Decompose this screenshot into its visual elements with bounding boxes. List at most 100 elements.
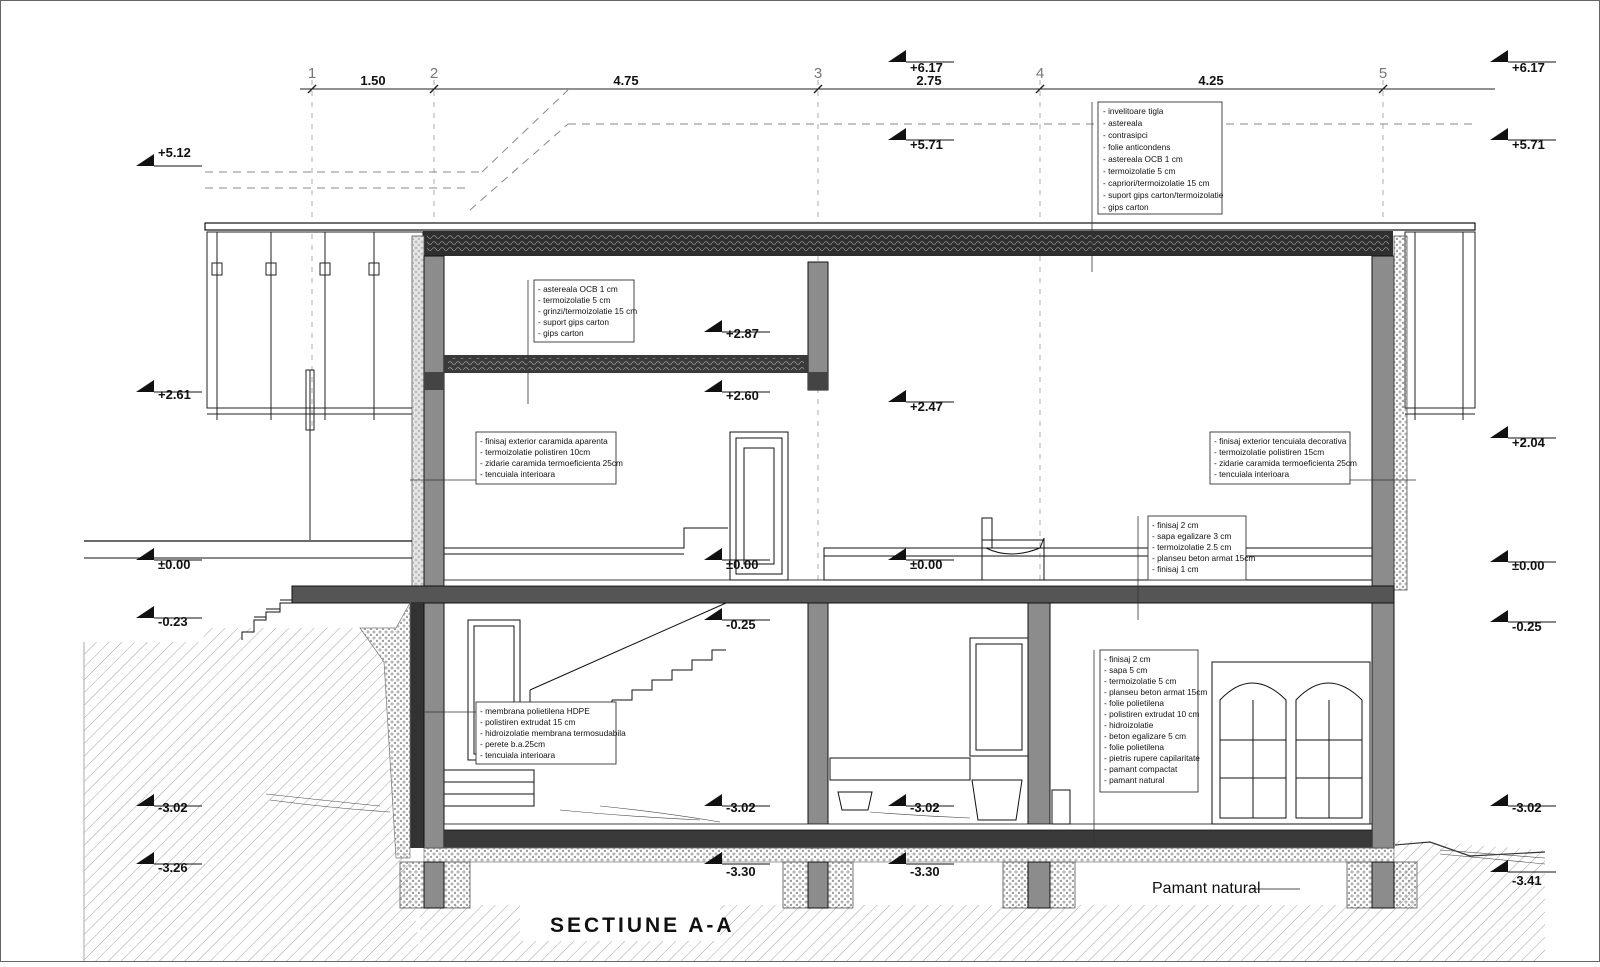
level-top-plus-6-17: +6.17 <box>910 60 943 75</box>
level-right-plus-2-04: +2.04 <box>1512 435 1546 450</box>
level-floor-zero-b: ±0.00 <box>910 557 942 572</box>
basement-floor-finish <box>443 823 1373 831</box>
note-wall-right-line: - tencuiala interioara <box>1214 469 1290 479</box>
level-marker-flag <box>888 852 906 864</box>
basement-floor-slab <box>444 830 1372 848</box>
level-left-zero: ±0.00 <box>158 557 190 572</box>
note-basement-floor-line: - pietris rupere capilaritate <box>1104 753 1200 763</box>
note-basement-wall: - membrana polietilena HDPE - polistiren… <box>410 701 626 765</box>
note-basement-floor-line: - folie polietilena <box>1104 742 1164 752</box>
note-basement-wall-line: - tencuiala interioara <box>480 750 556 760</box>
note-wall-right-line: - termoizolatie polistiren 15cm <box>1214 447 1324 457</box>
level-foundation-minus-3-30-b: -3.30 <box>910 864 940 879</box>
note-basement-floor-line: - pamant compactat <box>1104 764 1178 774</box>
drawing-title: SECTIUNE A-A <box>550 914 735 937</box>
note-floor-line: - sapa egalizare 3 cm <box>1152 531 1231 541</box>
note-floor-line: - planseu beton armat 15cm <box>1152 553 1255 563</box>
level-marker-flag <box>704 852 722 864</box>
level-marker-flag <box>1490 610 1508 622</box>
floor-streaks <box>265 793 1546 865</box>
note-basement-floor-line: - hidroizolatie <box>1104 720 1154 730</box>
note-roof-line: - termoizolatie 5 cm <box>1103 166 1175 176</box>
note-attic-floor: - astereala OCB 1 cm - termoizolatie 5 c… <box>527 279 637 404</box>
level-top-plus-5-71: +5.71 <box>910 137 943 152</box>
level-basement-minus-3-02-b: -3.02 <box>910 800 940 815</box>
note-basement-floor-line: - planseu beton armat 15cm <box>1104 687 1207 697</box>
note-wall-left-line: - tencuiala interioara <box>480 469 556 479</box>
level-right-minus-0-25: -0.25 <box>1512 619 1542 634</box>
level-foundation-minus-3-30-a: -3.30 <box>726 864 756 879</box>
pergola-left <box>206 231 424 540</box>
basement-french-door <box>1211 661 1371 825</box>
pergola-right <box>1404 231 1476 420</box>
level-marker-flag <box>1490 50 1508 62</box>
level-right-minus-3-02: -3.02 <box>1512 800 1542 815</box>
level-basement-minus-3-02-a: -3.02 <box>726 800 756 815</box>
level-marker-flag <box>888 128 906 140</box>
level-left-plus-2-61: +2.61 <box>158 387 191 402</box>
level-marker-flag <box>704 608 722 620</box>
grid-axis-1: 1 <box>308 65 316 82</box>
level-marker-flag <box>704 320 722 332</box>
ground-floor-door <box>729 431 789 581</box>
note-floor-line: - finisaj 2 cm <box>1152 520 1199 530</box>
right-wall-insulation <box>1393 235 1408 591</box>
note-basement-wall-line: - hidroizolatie membrana termosudabila <box>480 728 626 738</box>
note-basement-wall-line: - membrana polietilena HDPE <box>480 706 590 716</box>
level-right-zero: ±0.00 <box>1512 558 1544 573</box>
note-roof-line: - gips carton <box>1103 202 1149 212</box>
level-right-plus-6-17: +6.17 <box>1512 60 1545 75</box>
basement-column-axis-3 <box>807 602 829 849</box>
span-2-3: 4.75 <box>613 73 638 88</box>
note-roof-line: - astereala <box>1103 118 1143 128</box>
title-plate <box>520 905 720 941</box>
roof-eave <box>204 222 1476 231</box>
note-floor-line: - termoizolatie 2.5 cm <box>1152 542 1231 552</box>
left-wall-insulation <box>412 236 424 590</box>
note-roof-line: - capriori/termoizolatie 15 cm <box>1103 178 1210 188</box>
level-marker-flag <box>136 380 154 392</box>
grid-axis-3: 3 <box>814 65 822 82</box>
note-basement-wall-line: - perete b.a.25cm <box>480 739 545 749</box>
level-right-minus-3-41: -3.41 <box>1512 873 1542 888</box>
basement-wall-left <box>423 602 445 849</box>
note-attic-line: - grinzi/termoizolatie 15 cm <box>538 306 637 316</box>
level-marker-flag <box>888 390 906 402</box>
grid-axis-2: 2 <box>430 65 438 82</box>
foundations <box>399 861 1418 909</box>
level-marker-flag <box>704 380 722 392</box>
note-roof-line: - folie anticondens <box>1103 142 1170 152</box>
ground-line-right <box>1394 841 1546 857</box>
note-roof-line: - astereala OCB 1 cm <box>1103 154 1183 164</box>
bathroom-fixtures <box>829 757 1071 825</box>
level-marker-flag <box>136 794 154 806</box>
note-wall-right-line: - zidarie caramida termoeficienta 25cm <box>1214 458 1357 468</box>
foundation-gravel-left <box>359 601 411 859</box>
note-wall-left-line: - finisaj exterior caramida aparenta <box>480 436 608 446</box>
level-marker-flag <box>136 548 154 560</box>
level-ceiling-plus-2-47: +2.47 <box>910 399 943 414</box>
note-wall-left-line: - termoizolatie polistiren 10cm <box>480 447 590 457</box>
level-floor-zero-a: ±0.00 <box>726 557 758 572</box>
note-roof: - invelitoare tigla - astereala - contra… <box>1091 101 1224 272</box>
note-roof-line: - invelitoare tigla <box>1103 106 1164 116</box>
note-basement-floor: - finisaj 2 cm - sapa 5 cm - termoizolat… <box>1093 649 1207 842</box>
upper-column-axis-3 <box>807 261 829 391</box>
ground-floor-finish <box>443 579 1373 587</box>
level-markers <box>136 50 1556 873</box>
grid-axis-5: 5 <box>1379 65 1387 82</box>
note-basement-floor-line: - sapa 5 cm <box>1104 665 1147 675</box>
level-marker-flag <box>888 794 906 806</box>
attic-floor-insulation <box>448 358 804 370</box>
level-marker-flag <box>888 548 906 560</box>
note-basement-floor-line: - termoizolatie 5 cm <box>1104 676 1176 686</box>
grid-axis-4: 4 <box>1036 65 1044 82</box>
right-wall <box>1371 255 1395 591</box>
wall-belt-mid <box>808 372 828 390</box>
left-wall <box>423 255 445 591</box>
note-wall-right-line: - finisaj exterior tencuiala decorativa <box>1214 436 1347 446</box>
level-marker-flag <box>136 606 154 618</box>
note-wall-right: - finisaj exterior tencuiala decorativa … <box>1209 431 1416 485</box>
ground-label: Pamant natural <box>1152 880 1261 897</box>
